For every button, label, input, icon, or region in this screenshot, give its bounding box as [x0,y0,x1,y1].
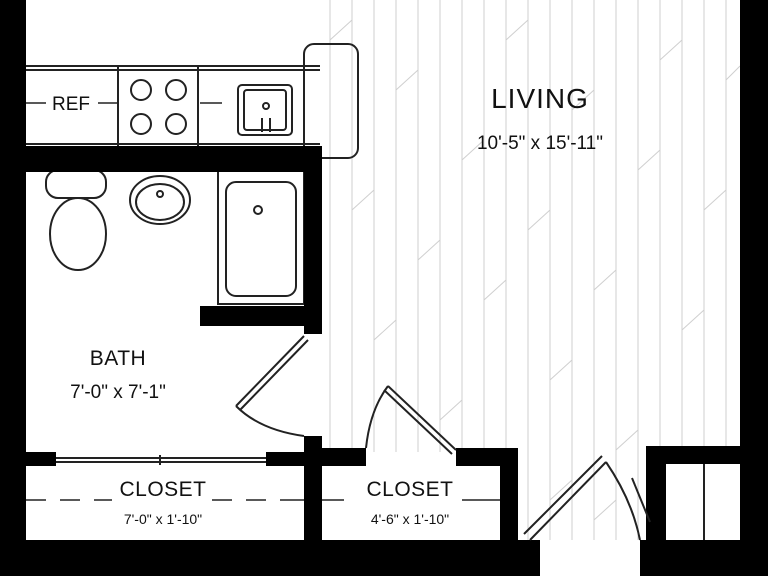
kitchen-sink-icon [237,84,293,136]
bathtub-icon [217,169,305,305]
bath-room-name: BATH [90,347,146,370]
refrigerator-label: REF [52,94,90,115]
living-room-name: LIVING [491,83,589,114]
closet-left-name: CLOSET [119,478,206,501]
room-labels: LIVING 10'-5" x 15'-11" BATH 7'-0" x 7'-… [70,83,603,527]
stove-icon [130,79,187,135]
living-room-dimensions: 10'-5" x 15'-11" [477,133,603,154]
door-swings [235,335,651,541]
bath-room-dimensions: 7'-0" x 7'-1" [70,382,166,403]
toilet-icon [45,169,107,271]
closet-left-dimensions: 7'-0" x 1'-10" [124,511,202,527]
closet-right-name: CLOSET [366,478,453,501]
refrigerator: REF [26,94,222,115]
living-floor-hatch [329,0,740,540]
bath-sink-icon [129,175,191,225]
closet-right-dimensions: 4'-6" x 1'-10" [371,511,449,527]
kitchen-counter [26,43,359,159]
closet-sliding-doors [56,455,266,465]
